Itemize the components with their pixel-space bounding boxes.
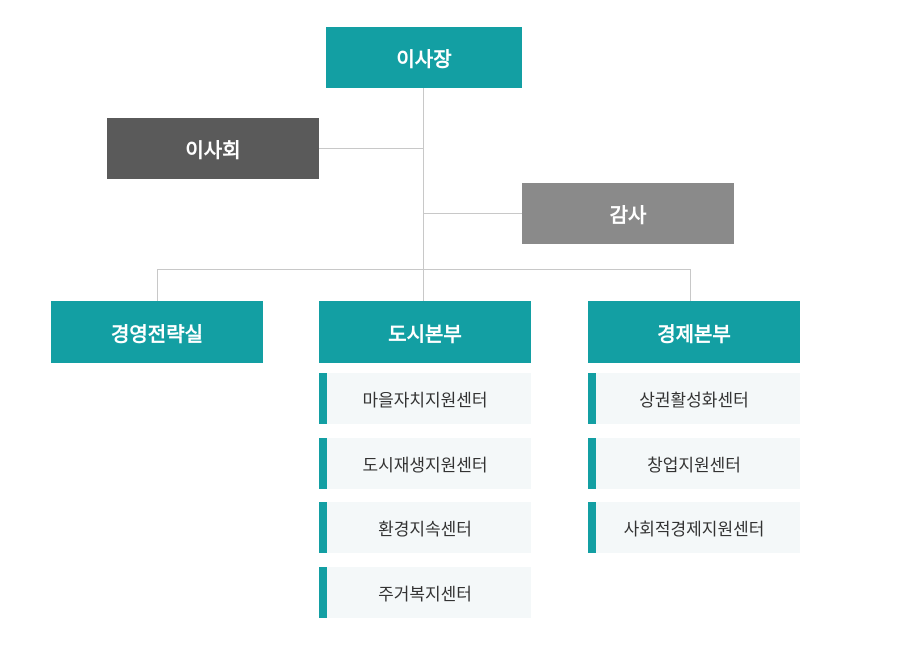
accent-bar [319, 502, 327, 553]
connector-strategy [157, 269, 158, 301]
connector-audit [423, 213, 523, 214]
economy-center-label: 상권활성화센터 [639, 391, 749, 411]
urban-center-label: 주거복지센터 [378, 585, 472, 605]
urban-center-item: 도시재생지원센터 [319, 438, 531, 489]
economy-division-box: 경제본부 [588, 301, 800, 363]
accent-bar [319, 373, 327, 424]
urban-center-item: 주거복지센터 [319, 567, 531, 618]
accent-bar [319, 438, 327, 489]
audit-box: 감사 [522, 183, 734, 244]
urban-center-label: 도시재생지원센터 [362, 456, 488, 476]
accent-bar [588, 373, 596, 424]
strategy-office-box: 경영전략실 [51, 301, 263, 363]
chairman-box: 이사장 [326, 27, 522, 88]
urban-center-label: 마을자치지원센터 [362, 391, 488, 411]
accent-bar [588, 438, 596, 489]
connector-main-vertical [423, 88, 424, 301]
connector-divisions-horizontal [157, 269, 691, 270]
economy-center-label: 창업지원센터 [647, 456, 741, 476]
connector-economy [690, 269, 691, 301]
urban-center-label: 환경지속센터 [378, 520, 472, 540]
urban-center-item: 마을자치지원센터 [319, 373, 531, 424]
board-box: 이사회 [107, 118, 319, 179]
urban-division-box: 도시본부 [319, 301, 531, 363]
accent-bar [319, 567, 327, 618]
accent-bar [588, 502, 596, 553]
economy-center-label: 사회적경제지원센터 [623, 520, 765, 540]
economy-center-item: 사회적경제지원센터 [588, 502, 800, 553]
connector-board [318, 148, 424, 149]
urban-center-item: 환경지속센터 [319, 502, 531, 553]
economy-center-item: 상권활성화센터 [588, 373, 800, 424]
economy-center-item: 창업지원센터 [588, 438, 800, 489]
